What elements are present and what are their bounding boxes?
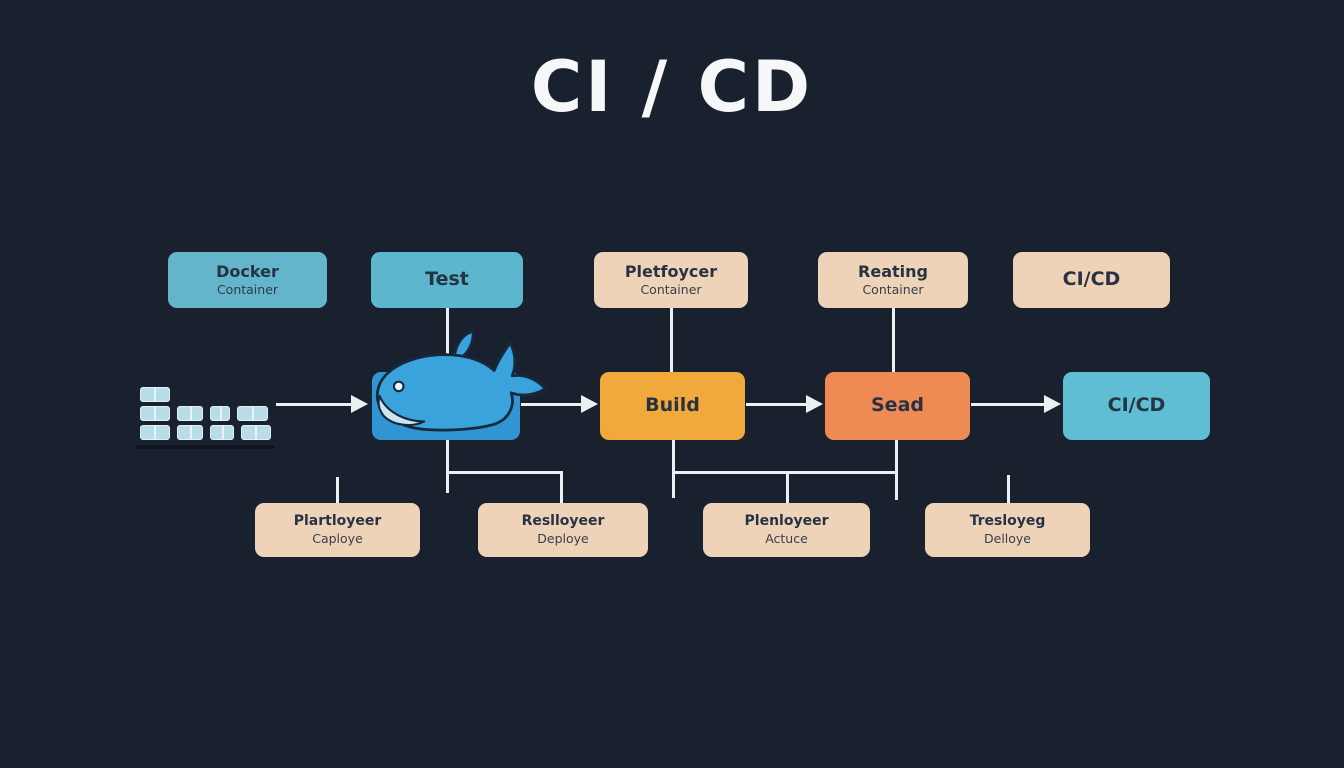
arrow-sead-to-cicd: [971, 403, 1045, 406]
node-label: Docker: [216, 262, 279, 282]
node-label: CI/CD: [1062, 268, 1121, 291]
node-tresloyeg-delloye: Tresloyeg Delloye: [925, 503, 1090, 557]
node-sublabel: Caploye: [312, 530, 363, 546]
node-label: Test: [425, 268, 469, 291]
node-label: Sead: [871, 394, 924, 417]
node-label: Plartloyeer: [293, 513, 382, 530]
arrow-stack-to-whale: [276, 403, 352, 406]
connector-reating-to-sead: [892, 308, 895, 372]
node-sublabel: Actuce: [765, 530, 808, 546]
node-sublabel: Delloye: [984, 530, 1031, 546]
container-stack-icon: [135, 387, 277, 449]
page-title: CI / CD: [530, 46, 814, 128]
node-sead: Sead: [825, 372, 970, 440]
node-plartloyeer-caploye: Plartloyeer Caploye: [255, 503, 420, 557]
node-sublabel: Container: [216, 282, 279, 298]
connector-pletfoycer-to-build: [670, 308, 673, 372]
node-label: Reslloyeer: [521, 513, 605, 530]
node-reslloyeer-deploye: Reslloyeer Deploye: [478, 503, 648, 557]
node-label: CI/CD: [1107, 394, 1166, 417]
node-sublabel: Deploye: [537, 530, 589, 546]
connector-build-down: [672, 440, 675, 498]
connector-build-sead-branch: [672, 471, 898, 474]
node-test: Test: [371, 252, 523, 308]
stack-base: [135, 444, 275, 449]
node-sublabel: Container: [640, 282, 702, 298]
connector-whale-down: [446, 440, 449, 493]
node-docker-container: Docker Container: [168, 252, 327, 308]
node-docker-whale: [372, 372, 520, 440]
node-plenloyeer-actuce: Plenloyeer Actuce: [703, 503, 870, 557]
arrowhead-icon: [581, 395, 598, 413]
node-reating-container: Reating Container: [818, 252, 968, 308]
node-cicd-top: CI/CD: [1013, 252, 1170, 308]
node-label: Build: [645, 394, 700, 417]
arrow-whale-to-build: [521, 403, 582, 406]
connector-to-reslloyeer: [560, 471, 563, 503]
node-label: Tresloyeg: [969, 513, 1046, 530]
node-build: Build: [600, 372, 745, 440]
connector-sead-down: [895, 440, 898, 500]
arrowhead-icon: [351, 395, 368, 413]
node-label: Plenloyeer: [744, 513, 829, 530]
connector-test-to-whale: [446, 308, 449, 372]
connector-whale-branch: [446, 471, 562, 474]
arrowhead-icon: [806, 395, 823, 413]
connector-to-plenloyeer: [786, 471, 789, 503]
node-sublabel: Container: [862, 282, 924, 298]
node-label: Pletfoycer: [624, 262, 718, 282]
arrowhead-icon: [1044, 395, 1061, 413]
connector-stub-tresloyeg: [1007, 475, 1010, 503]
node-label: Reating: [858, 262, 928, 282]
connector-stub-plartloyeer: [336, 477, 339, 503]
node-cicd-mid: CI/CD: [1063, 372, 1210, 440]
arrow-build-to-sead: [746, 403, 807, 406]
node-pletfoycer-container: Pletfoycer Container: [594, 252, 748, 308]
